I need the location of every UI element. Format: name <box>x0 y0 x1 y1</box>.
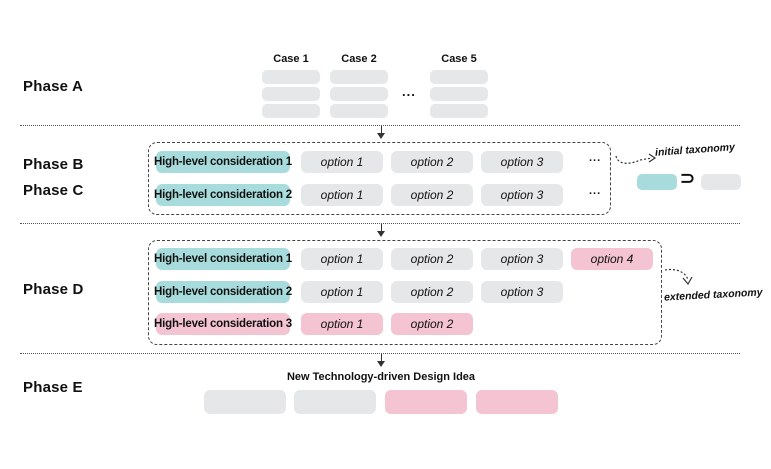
phase-d-label: Phase D <box>23 281 84 298</box>
case-label: Case 2 <box>341 53 377 65</box>
phase-e-label: Phase E <box>23 379 83 396</box>
phase-divider <box>20 353 740 354</box>
option-pill: option 4 <box>571 248 653 270</box>
option-pill: option 3 <box>481 281 563 303</box>
case-label: Case 5 <box>441 53 477 65</box>
option-pill: option 3 <box>481 151 563 173</box>
case-placeholder <box>262 87 320 101</box>
initial-taxonomy-label: initial taxonomy <box>654 141 736 159</box>
more-ellipsis: ... <box>589 185 602 197</box>
initial-taxonomy-box <box>148 142 611 215</box>
option-pill: option 1 <box>301 248 383 270</box>
phase-divider <box>20 223 740 224</box>
cases-ellipsis: ... <box>402 84 416 99</box>
phase-c-label: Phase C <box>23 182 84 199</box>
option-pill: option 2 <box>391 184 473 206</box>
design-idea-block <box>476 390 558 414</box>
consideration-pill: High-level consideration 2 <box>154 184 292 206</box>
case-placeholder <box>430 104 488 118</box>
option-pill: option 2 <box>391 248 473 270</box>
case-placeholder <box>262 104 320 118</box>
curved-arrow-icon <box>615 153 657 164</box>
case-placeholder <box>262 70 320 84</box>
option-pill: option 1 <box>301 184 383 206</box>
option-pill: option 2 <box>391 151 473 173</box>
consideration-pill: High-level consideration 1 <box>154 248 292 270</box>
taxonomy-legend-pill <box>637 174 677 190</box>
phase-b-label: Phase B <box>23 156 84 173</box>
case-label: Case 1 <box>273 53 309 65</box>
superset-icon: ⊃ <box>680 168 696 188</box>
design-idea-title: New Technology-driven Design Idea <box>286 371 476 383</box>
design-idea-block <box>204 390 286 414</box>
option-pill: option 1 <box>301 281 383 303</box>
taxonomy-legend-pill <box>701 174 741 190</box>
option-pill: option 3 <box>481 184 563 206</box>
option-pill: option 1 <box>301 313 383 335</box>
phase-a-label: Phase A <box>23 78 84 95</box>
more-ellipsis: ... <box>589 152 602 164</box>
consideration-pill: High-level consideration 2 <box>154 281 292 303</box>
case-placeholder <box>330 104 388 118</box>
case-placeholder <box>330 70 388 84</box>
option-pill: option 2 <box>391 281 473 303</box>
case-placeholder <box>430 87 488 101</box>
design-idea-block <box>385 390 467 414</box>
extended-taxonomy-box <box>148 240 662 345</box>
consideration-pill: High-level consideration 1 <box>154 151 292 173</box>
curved-arrow-icon <box>664 268 693 286</box>
option-pill: option 1 <box>301 151 383 173</box>
consideration-pill: High-level consideration 3 <box>154 313 292 335</box>
design-idea-block <box>294 390 376 414</box>
case-placeholder <box>430 70 488 84</box>
option-pill: option 2 <box>391 313 473 335</box>
option-pill: option 3 <box>481 248 563 270</box>
phase-divider <box>20 125 740 126</box>
case-placeholder <box>330 87 388 101</box>
